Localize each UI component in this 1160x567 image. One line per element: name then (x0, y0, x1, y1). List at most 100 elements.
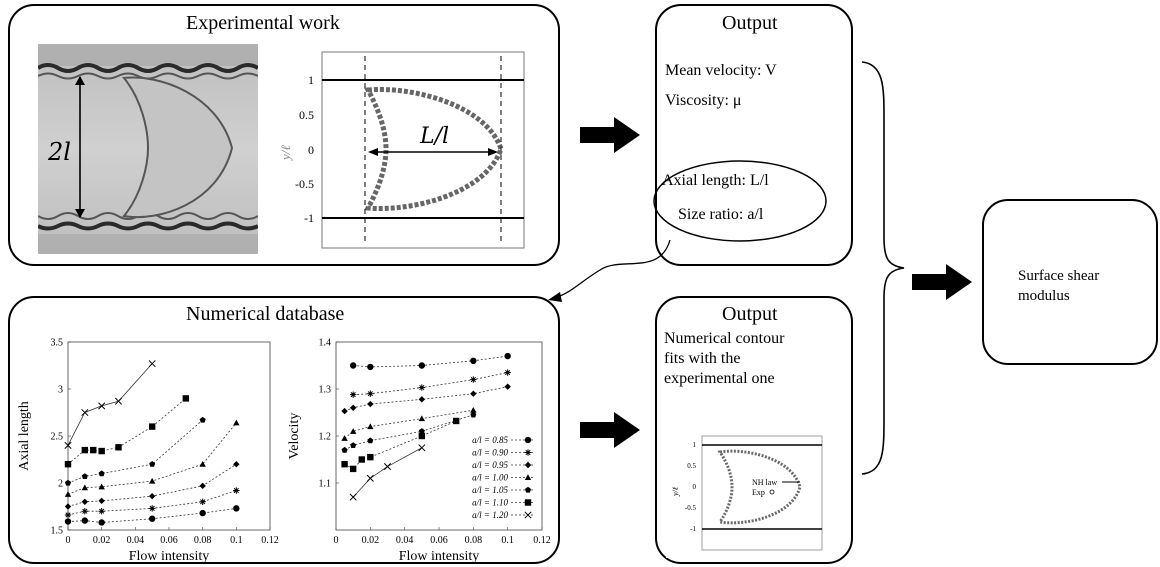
curved-arrow-icon (548, 239, 671, 302)
series-pentagon (64, 416, 206, 486)
legend-label: a/l = 0.85 (472, 435, 508, 445)
contour-ytick: -1 (304, 211, 314, 225)
series-x (349, 444, 426, 501)
data-point (470, 406, 477, 413)
data-point (199, 482, 206, 490)
arrow-right-icon (580, 412, 640, 448)
data-point (81, 446, 89, 454)
x-axis-label: Flow intensity (399, 549, 480, 564)
data-point (349, 428, 357, 434)
contour-ytick: 0.5 (299, 108, 314, 122)
legend-marker (524, 486, 532, 493)
experimental-work-title: Experimental work (186, 12, 340, 34)
numerical-database-title: Numerical database (186, 303, 345, 325)
axial-length-text: Axial length: L/l (662, 172, 769, 189)
data-point (418, 444, 426, 452)
data-point (349, 404, 357, 411)
gap-label: 2l (48, 138, 71, 166)
data-point (148, 423, 156, 430)
legend-marker (524, 436, 532, 444)
x-tick-label: 0.1 (501, 535, 514, 546)
data-point (98, 447, 105, 455)
x-tick-label: 0.02 (362, 535, 380, 546)
x-tick-label: 0 (66, 535, 71, 546)
x-tick-label: 0.04 (396, 535, 414, 546)
data-point (367, 363, 374, 371)
data-point (504, 383, 511, 390)
series-square (341, 417, 460, 473)
data-point (470, 390, 477, 397)
data-point (182, 395, 190, 402)
data-point (98, 470, 105, 477)
x-tick-label: 0.02 (93, 535, 111, 546)
data-point (199, 416, 206, 423)
series-line (67, 419, 203, 484)
data-point (64, 441, 72, 449)
data-point (504, 369, 511, 376)
series-diamond (64, 461, 240, 510)
fit-contour-inset: 1 0.5 0 -0.5 -1 y/ℓ NH law Exp (666, 432, 826, 558)
legend-label: a/l = 1.00 (472, 473, 508, 483)
legend-label: a/l = 0.95 (472, 460, 508, 470)
x-tick-label: 0.06 (160, 535, 178, 546)
data-point (64, 461, 72, 468)
data-point (452, 417, 460, 425)
data-point (98, 508, 105, 515)
series-line (67, 490, 237, 516)
data-point (341, 435, 348, 441)
contour-ylabel: y/ℓ (278, 145, 293, 162)
y-tick-label: 1.3 (319, 385, 332, 396)
y-tick-label: 3.5 (51, 338, 64, 349)
x-tick-label: 0.06 (430, 535, 448, 546)
size-ratio-text: Size ratio: a/l (678, 206, 764, 223)
data-point (233, 505, 240, 512)
series-line (352, 447, 423, 498)
series-triangle (341, 406, 477, 441)
data-point (418, 362, 426, 369)
legend-label: a/l = 0.90 (472, 448, 508, 458)
data-point (366, 474, 374, 482)
arrow-right-icon (912, 264, 972, 300)
data-point (418, 415, 426, 422)
axial-length-label: L/l (420, 124, 450, 149)
data-point (81, 508, 89, 515)
y-tick-label: 1.4 (319, 338, 332, 349)
data-point (114, 397, 123, 405)
data-point (349, 465, 357, 473)
data-point (148, 477, 156, 484)
result-line-1: Surface shear (1018, 268, 1100, 284)
y-axis-label: Axial length (17, 401, 32, 471)
data-point (98, 497, 105, 505)
chart-frame (335, 341, 543, 531)
experimental-contour-plot: 1 0.5 0 -0.5 -1 y/ℓ (278, 51, 525, 249)
x-tick-label: 0.1 (230, 535, 243, 546)
output-bottom-title: Output (722, 303, 778, 325)
x-axis-label: Flow intensity (129, 549, 210, 564)
fit-text-line-1: Numerical contour (664, 330, 785, 347)
x-tick-label: 0.08 (194, 535, 212, 546)
y-tick-label: 1.5 (51, 526, 64, 537)
data-point (470, 376, 477, 383)
viscosity-text: Viscosity: μ (665, 92, 742, 109)
inset-ytick: -0.5 (685, 504, 697, 512)
data-point (148, 515, 156, 522)
data-point (418, 396, 426, 403)
fit-text-line-2: fits with the (664, 350, 741, 367)
data-point (64, 479, 72, 486)
series-line (67, 422, 237, 495)
legend-label: a/l = 1.10 (472, 498, 508, 508)
data-point (148, 505, 156, 512)
data-point (98, 519, 105, 526)
x-tick-label: 0.08 (465, 535, 483, 546)
data-point (115, 444, 122, 451)
data-point (148, 492, 156, 500)
series-square (64, 395, 190, 468)
data-point (81, 484, 89, 491)
series-star (349, 369, 511, 398)
legend-marker (524, 474, 532, 481)
inset-ytick: 1 (693, 441, 697, 449)
x-tick-label: 0.12 (533, 535, 551, 546)
series-line (67, 398, 187, 465)
inset-ylabel: y/ℓ (671, 486, 680, 497)
